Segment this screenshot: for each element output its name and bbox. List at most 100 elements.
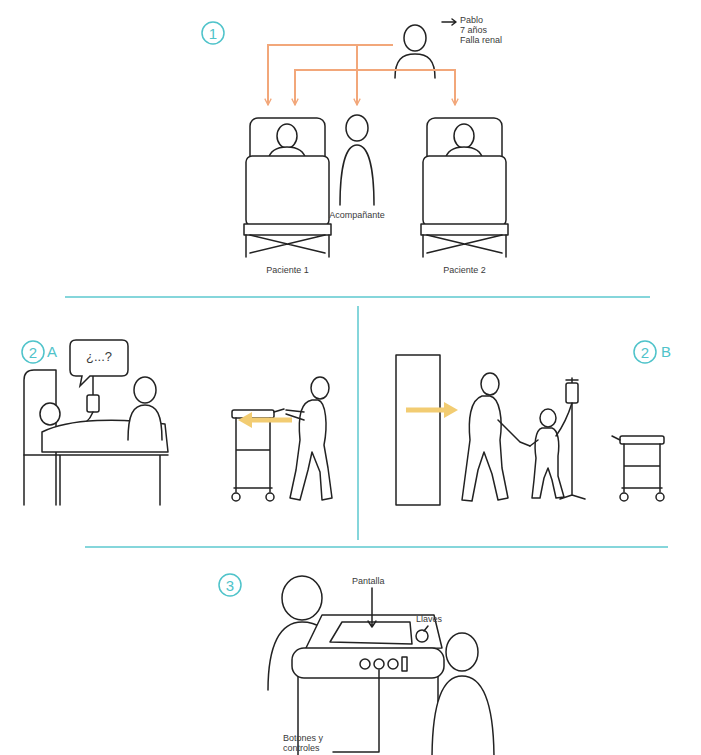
cart-top xyxy=(232,410,274,418)
patient-head xyxy=(40,403,60,425)
person-head xyxy=(134,377,156,403)
figure-label: Pablo xyxy=(460,15,502,25)
leader-line xyxy=(333,670,379,752)
motion-arrows xyxy=(238,402,458,428)
circle-outline xyxy=(219,574,241,596)
child-body xyxy=(532,428,564,498)
patient-figure: Pablo7 añosFalla renal xyxy=(393,12,518,80)
part-label: Pantalla xyxy=(352,576,385,586)
motion-arrowhead xyxy=(238,412,252,428)
cart-wheel xyxy=(266,493,274,501)
speech-bubble: ¿...? xyxy=(68,338,130,388)
bed-legs xyxy=(246,235,329,257)
cart-frame xyxy=(612,436,662,492)
machine-button xyxy=(360,659,370,669)
bed-figure: Paciente 1 xyxy=(240,105,335,275)
text-holder: ¿...? xyxy=(68,338,130,376)
machine-button xyxy=(374,659,384,669)
person-head xyxy=(282,576,322,620)
motion-arrow xyxy=(250,418,292,423)
separator-line xyxy=(85,546,668,548)
step-letter: B xyxy=(661,344,671,360)
text-holder: Paciente 1 xyxy=(240,265,335,275)
person-body xyxy=(432,676,494,755)
machine-control xyxy=(402,657,407,671)
step-number-text: 2 xyxy=(29,345,37,360)
text-holder: Acompañante xyxy=(322,210,392,220)
bed-blanket xyxy=(246,156,329,226)
cart-wheel xyxy=(656,493,664,501)
person-arm xyxy=(498,420,530,446)
figure-label: Paciente 1 xyxy=(240,265,335,275)
circle-outline xyxy=(634,341,656,363)
door xyxy=(396,355,440,505)
bed-mattress xyxy=(421,224,508,235)
sketch xyxy=(24,19,664,755)
motion-arrow xyxy=(406,408,446,413)
patient-head xyxy=(277,124,297,148)
person-body xyxy=(128,405,162,440)
machine-key xyxy=(416,630,428,642)
iv-tube xyxy=(556,403,572,436)
person-head xyxy=(404,25,426,51)
text-holder: Paciente 2 xyxy=(417,265,512,275)
leader-line xyxy=(424,626,428,631)
person-head xyxy=(481,373,499,395)
flow-arrow xyxy=(357,45,455,105)
separators xyxy=(65,297,668,547)
iv-pole xyxy=(560,378,585,499)
figure-label: Acompañante xyxy=(322,210,392,220)
bed-blanket xyxy=(423,156,506,226)
flow-arrow xyxy=(357,45,393,105)
flow-arrow xyxy=(268,45,393,105)
machine-panel xyxy=(292,648,444,678)
leader-line xyxy=(368,588,376,627)
step-number-text: 2 xyxy=(641,345,649,360)
person-body xyxy=(395,54,435,78)
separator-line xyxy=(357,306,359,540)
person-head xyxy=(311,377,329,399)
bed-mattress xyxy=(244,224,331,235)
pointer-arrow xyxy=(442,19,456,25)
person-body xyxy=(340,145,374,205)
step-number: 2 xyxy=(633,340,657,364)
child-head xyxy=(540,409,556,427)
person-body xyxy=(462,396,508,501)
part-label: Botones y controles xyxy=(283,733,335,753)
bed-legs xyxy=(423,235,506,257)
companion-figure: Acompañante xyxy=(322,105,392,220)
bed-figure: Paciente 2 xyxy=(417,105,512,275)
text-holder: 1 xyxy=(201,21,225,45)
figure-label: Falla renal xyxy=(460,35,502,45)
step-letter: A xyxy=(47,344,57,360)
flow-arrow xyxy=(295,45,393,105)
person-head xyxy=(446,633,478,671)
step-number: 2 xyxy=(21,340,45,364)
step-number: 3 xyxy=(218,573,242,597)
separator-line xyxy=(65,296,650,298)
figure-label: 7 años xyxy=(460,25,502,35)
iv-bag xyxy=(566,383,578,403)
text-holder: 2 xyxy=(633,340,657,364)
motion-arrowhead xyxy=(444,402,458,418)
machine-button xyxy=(388,659,398,669)
text-holder: 3 xyxy=(218,573,242,597)
iv-bag xyxy=(87,395,99,412)
speech-text: ¿...? xyxy=(86,350,112,364)
child-arm xyxy=(530,440,538,446)
cart-wheel xyxy=(620,493,628,501)
patient-head xyxy=(454,124,474,148)
step-number-text: 1 xyxy=(209,26,217,41)
circle-outline xyxy=(22,341,44,363)
bubble-outline xyxy=(70,340,128,386)
cart-top xyxy=(620,436,664,444)
figure-label: Paciente 2 xyxy=(417,265,512,275)
machine-top xyxy=(305,615,442,650)
person-body xyxy=(290,400,332,500)
cart-wheel xyxy=(232,493,240,501)
circle-outline xyxy=(202,22,224,44)
